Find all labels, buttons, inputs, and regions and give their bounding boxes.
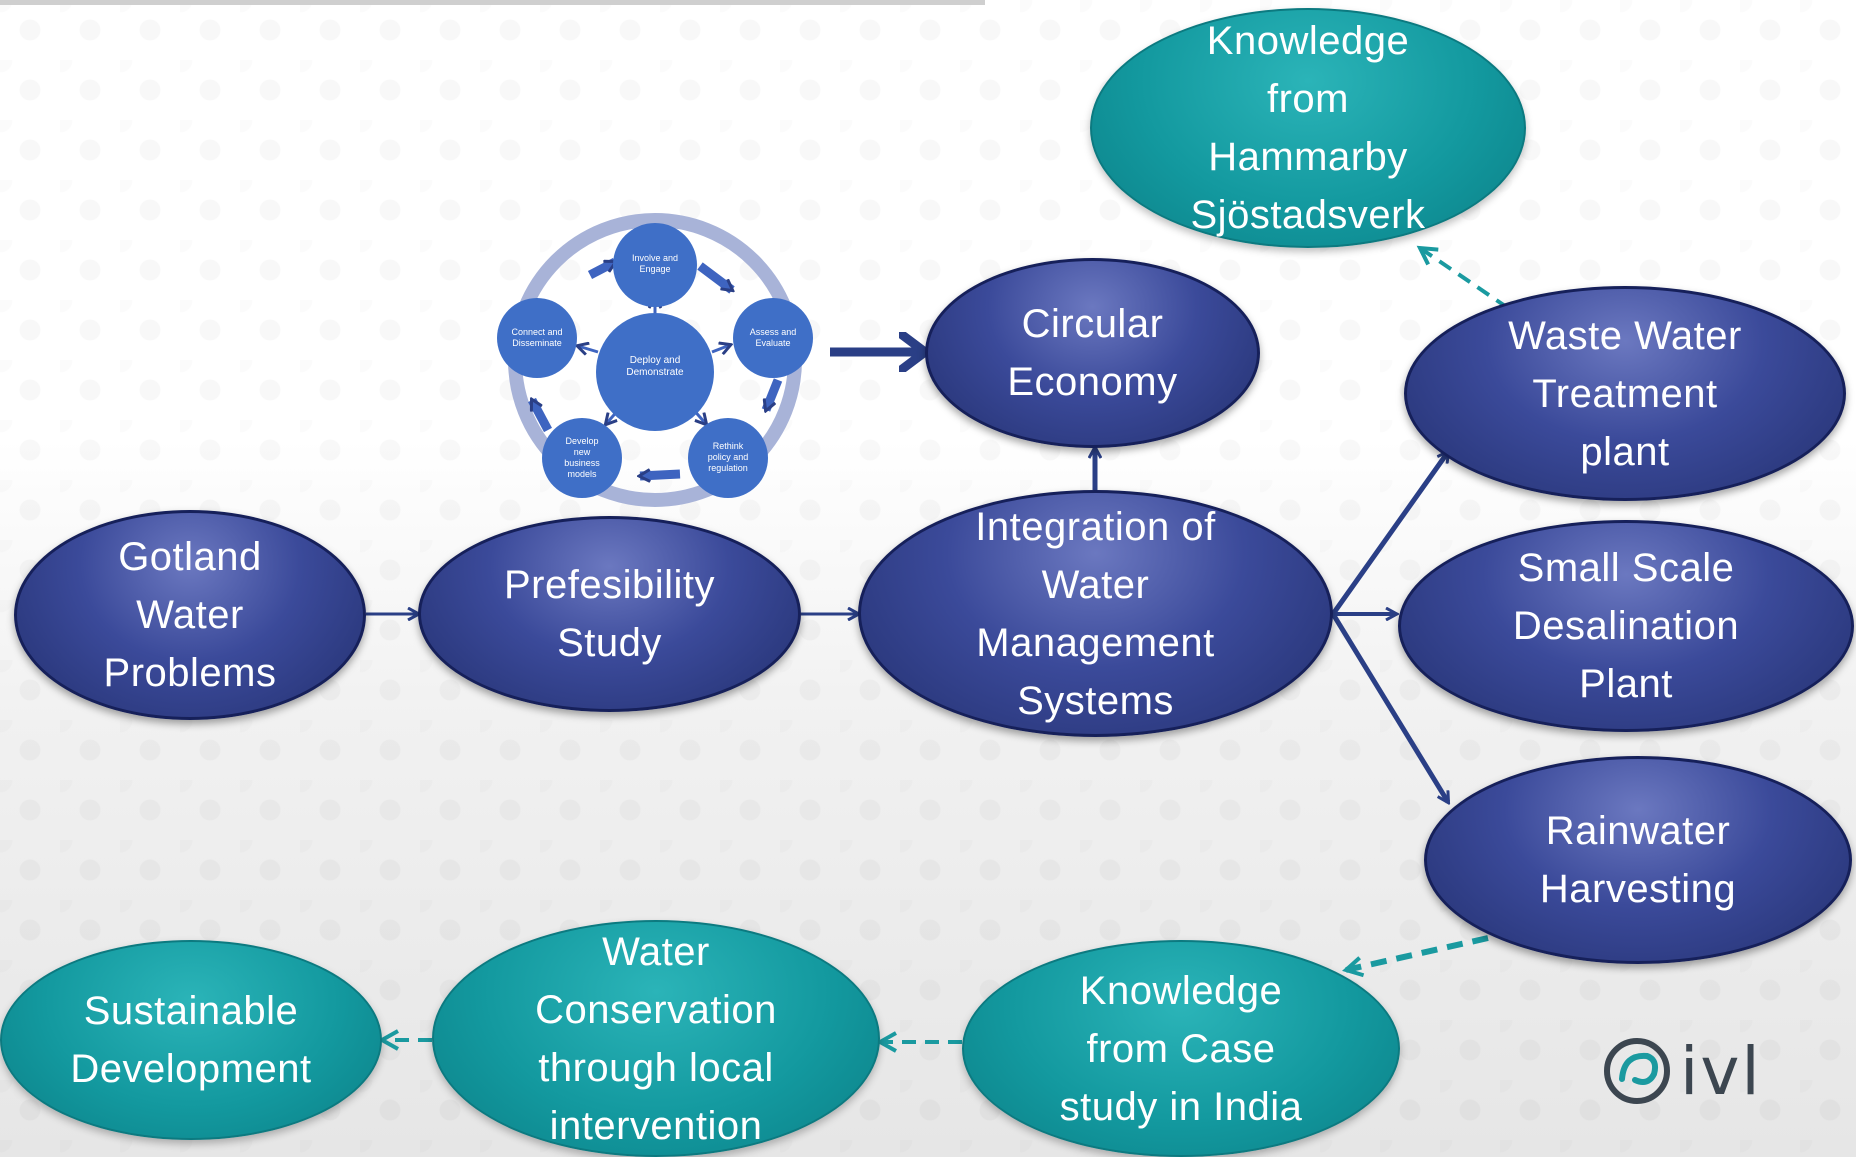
- node-label: Knowledge from Hammarby Sjöstadsverk: [1190, 19, 1426, 237]
- node-prefeasibility-study: Prefesibility Study: [418, 516, 801, 712]
- node-label: Prefesibility Study: [503, 563, 715, 665]
- node-label: Rainwater Harvesting: [1539, 809, 1737, 911]
- cycle-arrow: [697, 262, 732, 294]
- cycle-diagram: [497, 213, 813, 507]
- cycle-arrow: [761, 378, 783, 410]
- cycle-node-center: [596, 313, 714, 431]
- cycle-node-top: [613, 223, 697, 307]
- cycle-node-right: [733, 298, 813, 378]
- cycle-label-center: Deploy and Demonstrate: [626, 355, 684, 378]
- node-circular-economy: Circular Economy: [925, 258, 1260, 448]
- node-label: Knowledge from Case study in India: [1059, 968, 1303, 1129]
- node-waste-water-treatment: Waste Water Treatment plant: [1404, 286, 1846, 501]
- cycle-label-top: Involve and Engage: [631, 253, 679, 274]
- node-label: Circular Economy: [1007, 302, 1178, 404]
- node-water-conservation: Water Conservation through local interve…: [432, 920, 880, 1157]
- node-knowledge-hammarby: Knowledge from Hammarby Sjöstadsverk: [1090, 8, 1526, 248]
- node-sustainable-development: Sustainable Development: [0, 940, 382, 1140]
- logo-text: ivl: [1680, 1032, 1762, 1110]
- node-label: Waste Water Treatment plant: [1508, 313, 1742, 474]
- node-label: Integration of Water Management Systems: [975, 504, 1216, 723]
- arrow-rainwater-to-india: [1346, 935, 1489, 970]
- cycle-spoke: [711, 345, 730, 352]
- cycle-spoke: [578, 346, 599, 352]
- cycle-node-bottom-left: [542, 418, 622, 498]
- node-integration-water-management: Integration of Water Management Systems: [858, 490, 1333, 737]
- arrow-wastewater-to-hammarby: [1420, 248, 1510, 310]
- cycle-arrow: [587, 258, 615, 279]
- cycle-label-left: Connect and Disseminate: [511, 327, 563, 348]
- arrow-integration-to-wastewater: [1330, 452, 1448, 616]
- cycle-node-left: [497, 298, 577, 378]
- ivl-swirl-icon: [1604, 1038, 1670, 1104]
- cycle-arrow: [528, 400, 552, 433]
- node-label: Gotland Water Problems: [103, 535, 277, 695]
- cycle-label-right: Assess and Evaluate: [749, 327, 797, 348]
- node-gotland-water-problems: Gotland Water Problems: [14, 510, 366, 720]
- node-small-scale-desalination: Small Scale Desalination Plant: [1398, 520, 1854, 732]
- node-rainwater-harvesting: Rainwater Harvesting: [1424, 756, 1852, 964]
- node-label: Water Conservation through local interve…: [535, 929, 777, 1148]
- cycle-arrow: [640, 474, 681, 476]
- cycle-node-bottom-right: [688, 418, 768, 498]
- top-divider: [0, 0, 985, 5]
- ivl-logo: ivl: [1602, 1026, 1762, 1116]
- arrow-integration-to-rainwater: [1330, 612, 1448, 802]
- cycle-label-bottom-right: Rethink policy and regulation: [707, 441, 749, 473]
- node-label: Small Scale Desalination Plant: [1512, 546, 1740, 706]
- node-knowledge-india: Knowledge from Case study in India: [962, 940, 1400, 1157]
- node-label: Sustainable Development: [70, 989, 312, 1091]
- cycle-label-bottom-left: Develop new business models: [564, 436, 600, 479]
